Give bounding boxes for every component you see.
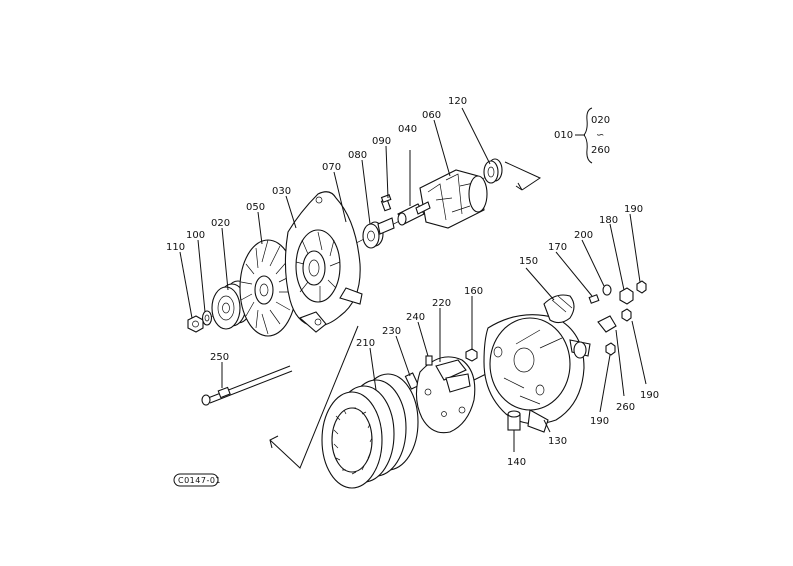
label-100: 100 (186, 230, 205, 241)
label-200: 200 (574, 230, 593, 241)
part-200-washer (602, 284, 612, 296)
part-110-nut (187, 315, 204, 333)
label-030: 030 (272, 186, 291, 197)
reference-code: C0147-01 (178, 476, 221, 485)
label-140: 140 (507, 457, 526, 468)
label-tilde: ∽ (596, 130, 604, 141)
reference-code-box: C0147-01 (173, 473, 221, 487)
label-190-top: 190 (624, 204, 643, 215)
label-260: 260 (616, 402, 635, 413)
part-190-nut-bottom (605, 342, 616, 356)
part-130-rear-housing (483, 314, 591, 433)
label-090: 090 (372, 136, 391, 147)
part-170-bolt (588, 294, 600, 304)
part-150-brush-holder (543, 294, 575, 324)
label-250: 250 (210, 352, 229, 363)
label-020: 020 (211, 218, 230, 229)
part-100-washer (201, 310, 213, 326)
label-050: 050 (246, 202, 265, 213)
label-230: 230 (382, 326, 401, 337)
part-090-screw (380, 194, 392, 212)
label-190-right: 190 (640, 390, 659, 401)
part-140-bush (507, 410, 521, 431)
label-040: 040 (398, 124, 417, 135)
part-160-nut (465, 348, 478, 362)
part-030-front-housing (284, 191, 363, 333)
part-060-rotor (415, 169, 488, 229)
label-170: 170 (548, 242, 567, 253)
label-240: 240 (406, 312, 425, 323)
part-labels: 110 100 020 050 030 070 080 090 040 060 … (166, 96, 659, 468)
part-260-clip (597, 315, 617, 333)
label-060: 060 (422, 110, 441, 121)
label-070: 070 (322, 162, 341, 173)
label-150: 150 (519, 256, 538, 267)
part-080-retainer (377, 217, 395, 235)
part-250-through-bolt (201, 365, 293, 406)
part-240-screw (425, 355, 433, 366)
part-190-nut-top (636, 280, 647, 294)
part-210-stator (321, 373, 419, 489)
leader-lines (179, 107, 647, 452)
part-190-nut-right (621, 308, 632, 322)
label-130: 130 (548, 436, 567, 447)
label-010: 010 (554, 130, 573, 141)
label-220: 220 (432, 298, 451, 309)
label-190-bottom: 190 (590, 416, 609, 427)
part-050-fan (239, 239, 297, 337)
label-180: 180 (599, 215, 618, 226)
label-110: 110 (166, 242, 185, 253)
range-legend: 010 020 ∽ 260 (554, 107, 610, 164)
part-120-rear-bearing (483, 158, 503, 184)
label-120: 120 (448, 96, 467, 107)
label-160: 160 (464, 286, 483, 297)
label-020-range-start: 020 (591, 115, 610, 126)
label-260-range-end: 260 (591, 145, 610, 156)
part-180-nut (619, 287, 634, 305)
label-210: 210 (356, 338, 375, 349)
part-220-rectifier-plate (415, 356, 476, 434)
label-080: 080 (348, 150, 367, 161)
